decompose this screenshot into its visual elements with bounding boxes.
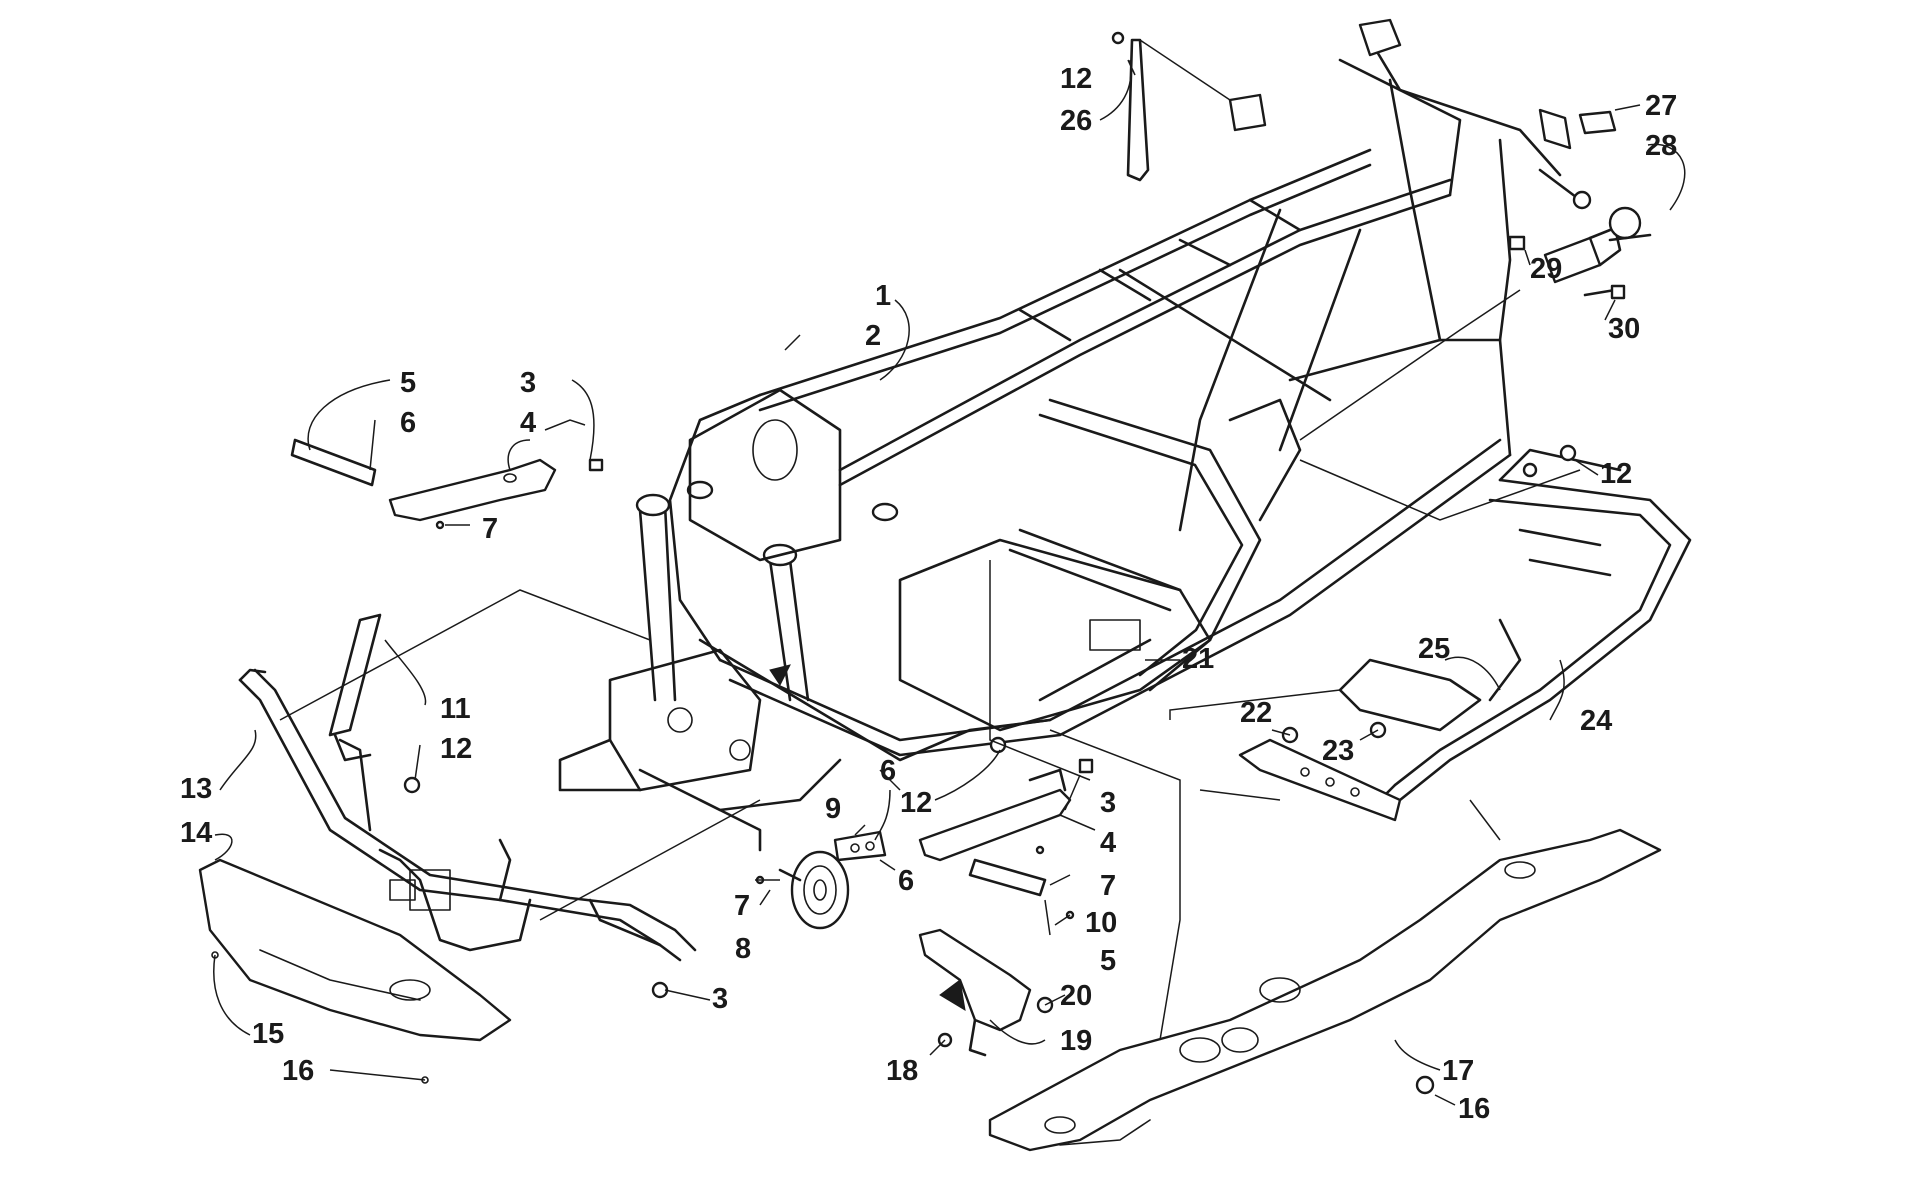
callout-labels: 1 2 3 3 3 4 4 5 5 6 6 6 7 7 7 8 9 10 11 … [180, 63, 1677, 1125]
bolt-3-front [651, 981, 669, 999]
callout-7: 7 [482, 513, 498, 545]
callout-25: 25 [1418, 633, 1450, 665]
callout-6: 6 [898, 865, 914, 897]
callout-3: 3 [1100, 787, 1116, 819]
bumper-brace-11 [328, 613, 382, 762]
callout-11: 11 [440, 693, 471, 725]
callout-20: 20 [1060, 980, 1092, 1012]
callout-29: 29 [1530, 253, 1562, 285]
bracket-4-left [388, 458, 557, 522]
bolt-12-front [403, 776, 421, 794]
nut-29 [1508, 235, 1526, 251]
right-bracket-assembly [833, 758, 1094, 920]
arrow-indicator [939, 979, 966, 1011]
callout-26: 26 [1060, 105, 1092, 137]
rear-rack [1338, 448, 1692, 802]
callout-16: 16 [282, 1055, 314, 1087]
callout-23: 23 [1322, 735, 1354, 767]
callout-12: 12 [440, 733, 472, 765]
fasteners [211, 444, 1577, 1095]
bolt-12-rear [1559, 444, 1577, 462]
callout-12: 12 [1060, 63, 1092, 95]
callout-28: 28 [1645, 130, 1677, 162]
callout-15: 15 [252, 1018, 284, 1050]
bracket-5-right [968, 858, 1047, 897]
bracket-5-left [290, 438, 377, 487]
callout-19: 19 [1060, 1025, 1092, 1057]
callout-2: 2 [865, 320, 881, 352]
callout-16: 16 [1458, 1093, 1490, 1125]
callout-5: 5 [1100, 945, 1116, 977]
callout-8: 8 [735, 933, 751, 965]
callout-6: 6 [400, 407, 416, 439]
callout-7: 7 [734, 890, 750, 922]
callout-leaders [213, 39, 1686, 1106]
upright-bracket-26 [1111, 31, 1150, 182]
callout-6: 6 [880, 755, 896, 787]
bolt-16-rear [1415, 1075, 1435, 1095]
callout-24: 24 [1580, 705, 1612, 737]
callout-4: 4 [1100, 827, 1116, 859]
callout-18: 18 [886, 1055, 918, 1087]
front-bumper [238, 668, 697, 962]
callout-9: 9 [825, 793, 841, 825]
callout-22: 22 [1240, 697, 1272, 729]
callout-17: 17 [1442, 1055, 1474, 1087]
callout-10: 10 [1085, 907, 1117, 939]
front-guard-14 [198, 858, 512, 1042]
callout-5: 5 [400, 367, 416, 399]
rear-side-plate [1238, 721, 1402, 822]
left-bracket-assembly [290, 438, 604, 530]
skid-plate-17 [988, 828, 1662, 1152]
callout-3: 3 [520, 367, 536, 399]
horn-8 [755, 850, 850, 930]
hitch-ball [1608, 206, 1642, 240]
callout-12: 12 [900, 787, 932, 819]
bracket-4-right [918, 788, 1072, 862]
bracket-9 [833, 830, 887, 862]
callout-14: 14 [180, 817, 212, 849]
rear-hitch [1508, 110, 1652, 300]
callout-27: 27 [1645, 90, 1677, 122]
callout-7: 7 [1100, 870, 1116, 902]
callout-4: 4 [520, 407, 536, 439]
main-frame [558, 18, 1592, 852]
arrow-frame [769, 664, 791, 686]
callout-21: 21 [1182, 643, 1214, 675]
callout-3: 3 [712, 983, 728, 1015]
decal-27 [1578, 110, 1617, 135]
callout-1: 1 [875, 280, 891, 312]
mount-19 [918, 928, 1054, 1057]
callout-13: 13 [180, 773, 212, 805]
callout-30: 30 [1608, 313, 1640, 345]
callout-12: 12 [1600, 458, 1632, 490]
